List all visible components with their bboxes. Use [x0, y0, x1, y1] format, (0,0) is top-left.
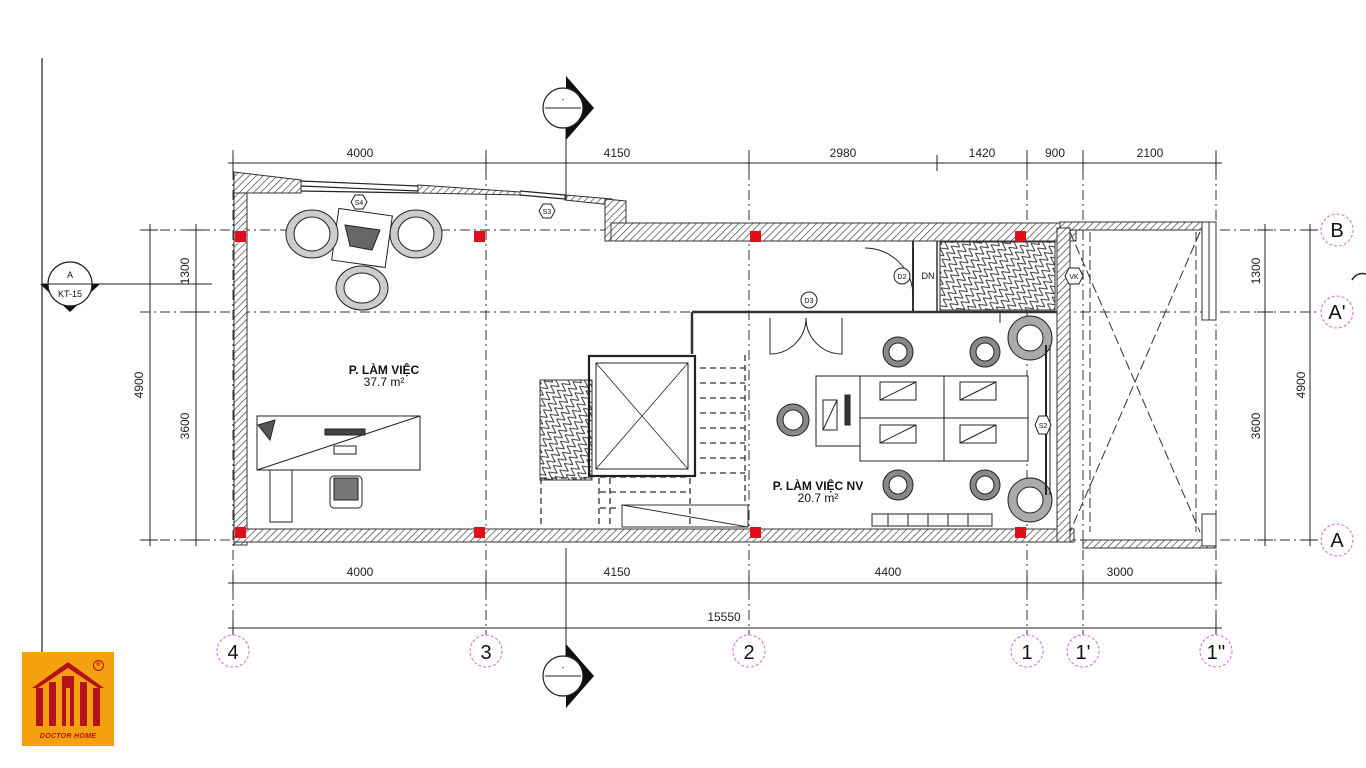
dim-left-inner-2: 3600	[178, 412, 192, 439]
dim-top-6: 2100	[1137, 146, 1164, 160]
room-name-office: P. LÀM VIỆC	[349, 362, 420, 377]
tag-d2-label: D2	[898, 274, 907, 281]
staff-chairs	[776, 315, 1053, 523]
tag-dn: DN	[922, 271, 935, 281]
room-name-staff-office: P. LÀM VIỆC NV	[773, 478, 863, 493]
tag-s2-label: S2	[1039, 423, 1048, 430]
dim-right-inner-1: 1300	[1249, 257, 1263, 284]
tag-d3-label: D3	[805, 298, 814, 305]
tag-s3: S3	[538, 203, 556, 219]
dim-top-2: 4150	[604, 146, 631, 160]
section-left-sheet: KT-15	[58, 289, 82, 299]
tag-vk-label: VK	[1069, 274, 1079, 281]
dim-bottom-2: 4150	[604, 565, 631, 579]
dim-total: 15550	[707, 610, 741, 624]
logo-mark-icon	[32, 662, 104, 726]
grid-bubbles	[216, 213, 1354, 668]
staff-desks	[815, 375, 1029, 462]
dim-bottom-4: 3000	[1107, 565, 1134, 579]
right-dimension-lines	[1257, 224, 1318, 546]
dim-top-3: 2980	[830, 146, 857, 160]
columns	[235, 231, 1026, 538]
dim-top-4: 1420	[969, 146, 996, 160]
stairs	[539, 241, 1056, 528]
section-marker-bottom: -	[542, 548, 594, 708]
sofa-set	[285, 207, 443, 311]
grid-row-a-prime: A'	[1328, 302, 1345, 324]
dim-bottom-3: 4400	[875, 565, 902, 579]
tag-s4-label: S4	[355, 200, 364, 207]
windows	[300, 180, 566, 200]
desk-manager	[256, 415, 421, 523]
section-top-label: -	[562, 95, 565, 104]
section-bottom-label: -	[562, 663, 565, 672]
doors	[769, 247, 1001, 355]
room-area-office: 37.7 m²	[364, 375, 405, 389]
doctor-home-logo: ® DOCTOR HOME	[22, 652, 114, 746]
section-left-letter: A	[67, 270, 73, 280]
tag-s4: S4	[350, 194, 368, 210]
grid-col-4: 4	[227, 642, 238, 664]
storage-cabinet	[871, 513, 993, 527]
grid-col-3: 3	[480, 642, 491, 664]
registered-mark: ®	[93, 660, 104, 671]
lift-shaft	[587, 354, 697, 478]
dim-top-1: 4000	[347, 146, 374, 160]
grid-col-1-double-prime: 1''	[1207, 642, 1226, 664]
grid-row-b: B	[1330, 220, 1343, 242]
dim-left-inner-1: 1300	[178, 257, 192, 284]
tag-s2: S2	[1034, 415, 1052, 435]
tag-d3: D3	[800, 291, 818, 309]
section-marker-top: -	[542, 76, 594, 200]
tag-vk: VK	[1064, 267, 1084, 285]
grid-col-1-prime: 1'	[1076, 642, 1091, 664]
dim-right-inner-2: 3600	[1249, 412, 1263, 439]
grid-col-1: 1	[1021, 642, 1032, 664]
dim-left-outer: 4900	[132, 371, 146, 398]
tag-s3-label: S3	[543, 209, 552, 216]
void-area	[1069, 231, 1201, 533]
dim-bottom-1: 4000	[347, 565, 374, 579]
tag-d2: D2	[893, 267, 911, 285]
logo-brand-text: DOCTOR HOME	[39, 733, 97, 740]
room-area-staff-office: 20.7 m²	[798, 491, 839, 505]
dim-top-5: 900	[1045, 146, 1065, 160]
grid-row-a: A	[1330, 530, 1344, 552]
top-dimension-line	[228, 155, 1222, 171]
left-dimension-lines	[142, 224, 204, 546]
section-marker-left: A KT-15	[40, 261, 212, 312]
bottom-dimension-lines	[228, 575, 1222, 636]
dim-right-outer: 4900	[1294, 371, 1308, 398]
grid-col-2: 2	[743, 642, 754, 664]
